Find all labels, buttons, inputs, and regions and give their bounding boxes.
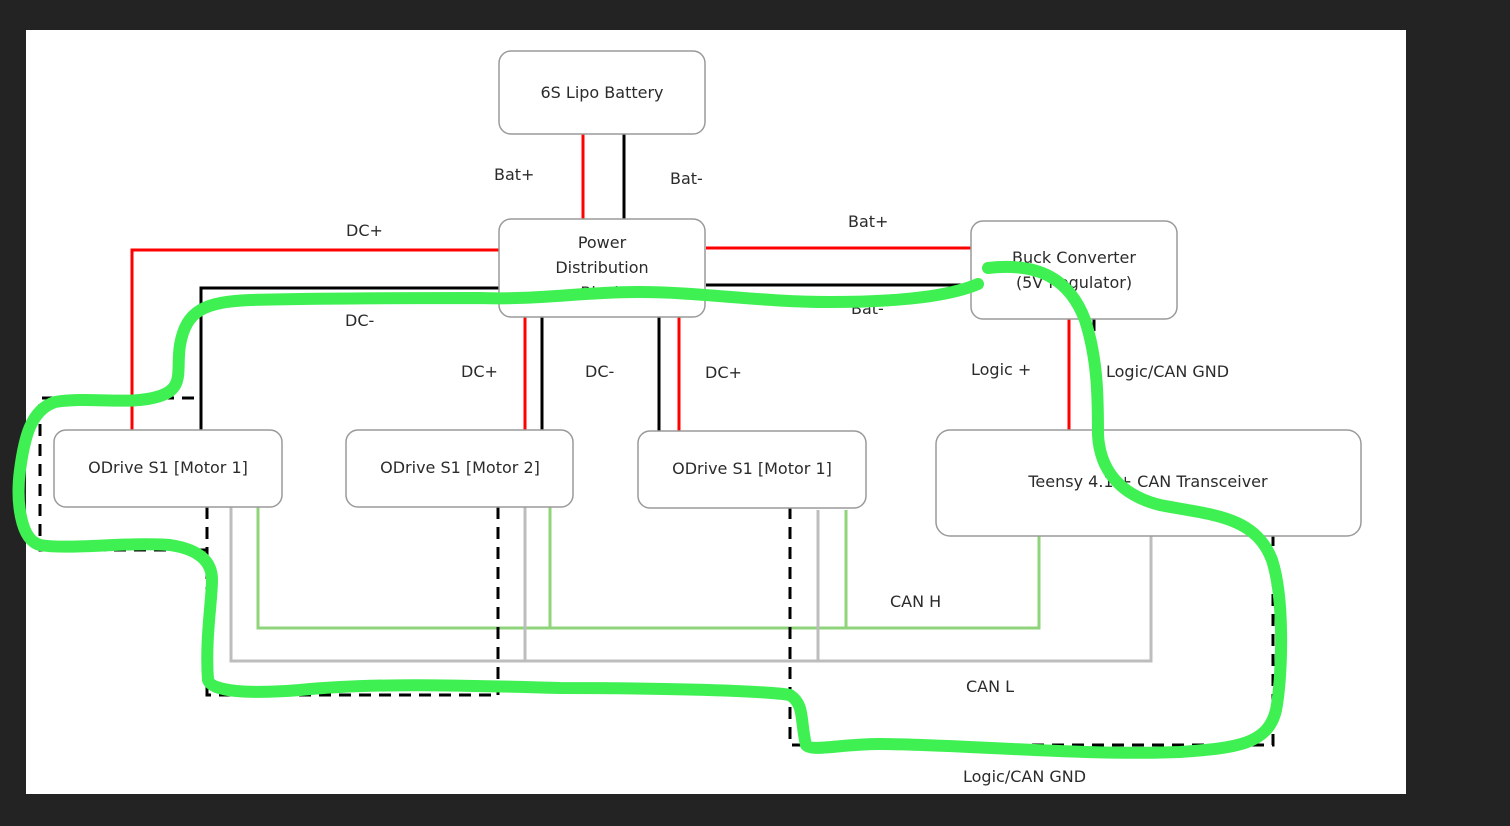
- label-dc-plus-left: DC+: [346, 221, 383, 240]
- node-odrive-b-label: ODrive S1 [Motor 2]: [380, 458, 540, 477]
- label-dc-minus-mid: DC-: [585, 362, 614, 381]
- wire-dc-plus-left: [130, 248, 499, 430]
- wire-gnd-left: [205, 507, 498, 697]
- node-odrive-motor2[interactable]: ODrive S1 [Motor 2]: [345, 429, 574, 508]
- node-odrive-c-label: ODrive S1 [Motor 1]: [672, 459, 832, 478]
- wire-can-h: [256, 507, 1041, 630]
- node-teensy-label: Teensy 4.1 + CAN Transceiver: [1027, 472, 1268, 491]
- label-logic-plus: Logic +: [971, 360, 1031, 379]
- label-logic-gnd-top: Logic/CAN GND: [1106, 362, 1229, 381]
- node-pdb-label-2: Distribution: [555, 258, 648, 277]
- label-dc-plus-mid2: DC+: [705, 363, 742, 382]
- node-odrive-a-label: ODrive S1 [Motor 1]: [88, 458, 248, 477]
- label-bat-plus: Bat+: [494, 165, 534, 184]
- node-pdb-label-1: Power: [578, 233, 627, 252]
- can-bus: [229, 507, 1153, 663]
- diagram-canvas: [26, 30, 1406, 794]
- label-dc-plus-mid1: DC+: [461, 362, 498, 381]
- label-bat-minus: Bat-: [670, 169, 703, 188]
- wire-can-l: [229, 507, 1153, 663]
- node-buck-label-1: Buck Converter: [1012, 248, 1136, 267]
- label-can-h: CAN H: [890, 592, 941, 611]
- node-teensy[interactable]: Teensy 4.1 + CAN Transceiver: [935, 429, 1362, 537]
- node-battery[interactable]: 6S Lipo Battery: [498, 50, 706, 135]
- annotation-outline: [12, 260, 1288, 759]
- node-battery-label: 6S Lipo Battery: [540, 83, 663, 102]
- node-odrive-motor1-right[interactable]: ODrive S1 [Motor 1]: [637, 430, 867, 509]
- wire-dc-minus-left: [199, 286, 499, 430]
- label-logic-gnd-bottom: Logic/CAN GND: [963, 767, 1086, 786]
- label-bat-plus-buck: Bat+: [848, 212, 888, 231]
- label-dc-minus-left: DC-: [345, 311, 374, 330]
- label-can-l: CAN L: [966, 677, 1014, 696]
- power-wires: [130, 134, 1096, 431]
- node-odrive-motor1-left[interactable]: ODrive S1 [Motor 1]: [53, 429, 283, 508]
- wire-gnd-m1b: [788, 507, 1275, 747]
